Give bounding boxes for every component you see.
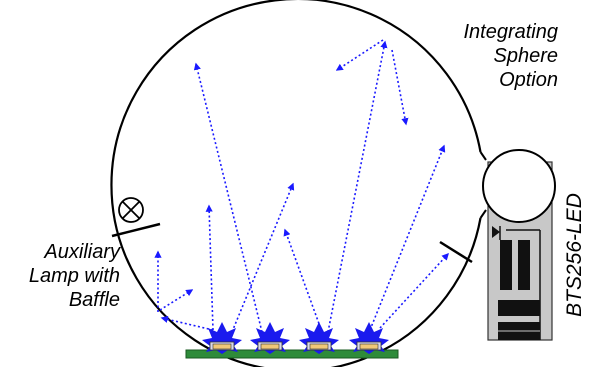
integrating-sphere-label: Integrating Sphere Option — [438, 20, 558, 92]
led-star-icon — [349, 322, 389, 354]
ray — [327, 40, 388, 333]
ray — [391, 49, 409, 126]
aux-lamp-baffle — [111, 222, 161, 238]
ray — [193, 62, 263, 333]
ray — [379, 252, 449, 329]
sphere-label-line: Sphere — [493, 45, 559, 67]
ray — [369, 144, 446, 331]
auxiliary-lamp-label: Auxiliary Lamp with Baffle — [4, 240, 120, 312]
sphere-label-line: Option — [499, 69, 558, 91]
led-star-icon — [250, 322, 290, 354]
ray — [159, 289, 194, 311]
ray — [205, 204, 214, 331]
led-board — [185, 349, 399, 359]
ray — [283, 228, 323, 333]
device-label: BTS256-LED — [560, 190, 590, 320]
ray — [231, 182, 295, 333]
spectrometer-device-icon — [479, 149, 556, 341]
led-star-icon — [299, 322, 339, 354]
device-label-text: BTS256-LED — [563, 193, 586, 317]
ray — [335, 39, 384, 71]
sphere-outline — [110, 0, 482, 367]
lamp-cross-icon — [118, 197, 144, 223]
right-baffle — [439, 240, 473, 264]
aux-label-line: Auxiliary — [44, 241, 120, 263]
aux-label-line: Baffle — [68, 289, 120, 311]
light-rays — [154, 39, 449, 333]
aux-label-line: Lamp with — [28, 265, 120, 287]
led-star-icon — [202, 322, 242, 354]
sphere-label-line: Integrating — [463, 21, 558, 43]
